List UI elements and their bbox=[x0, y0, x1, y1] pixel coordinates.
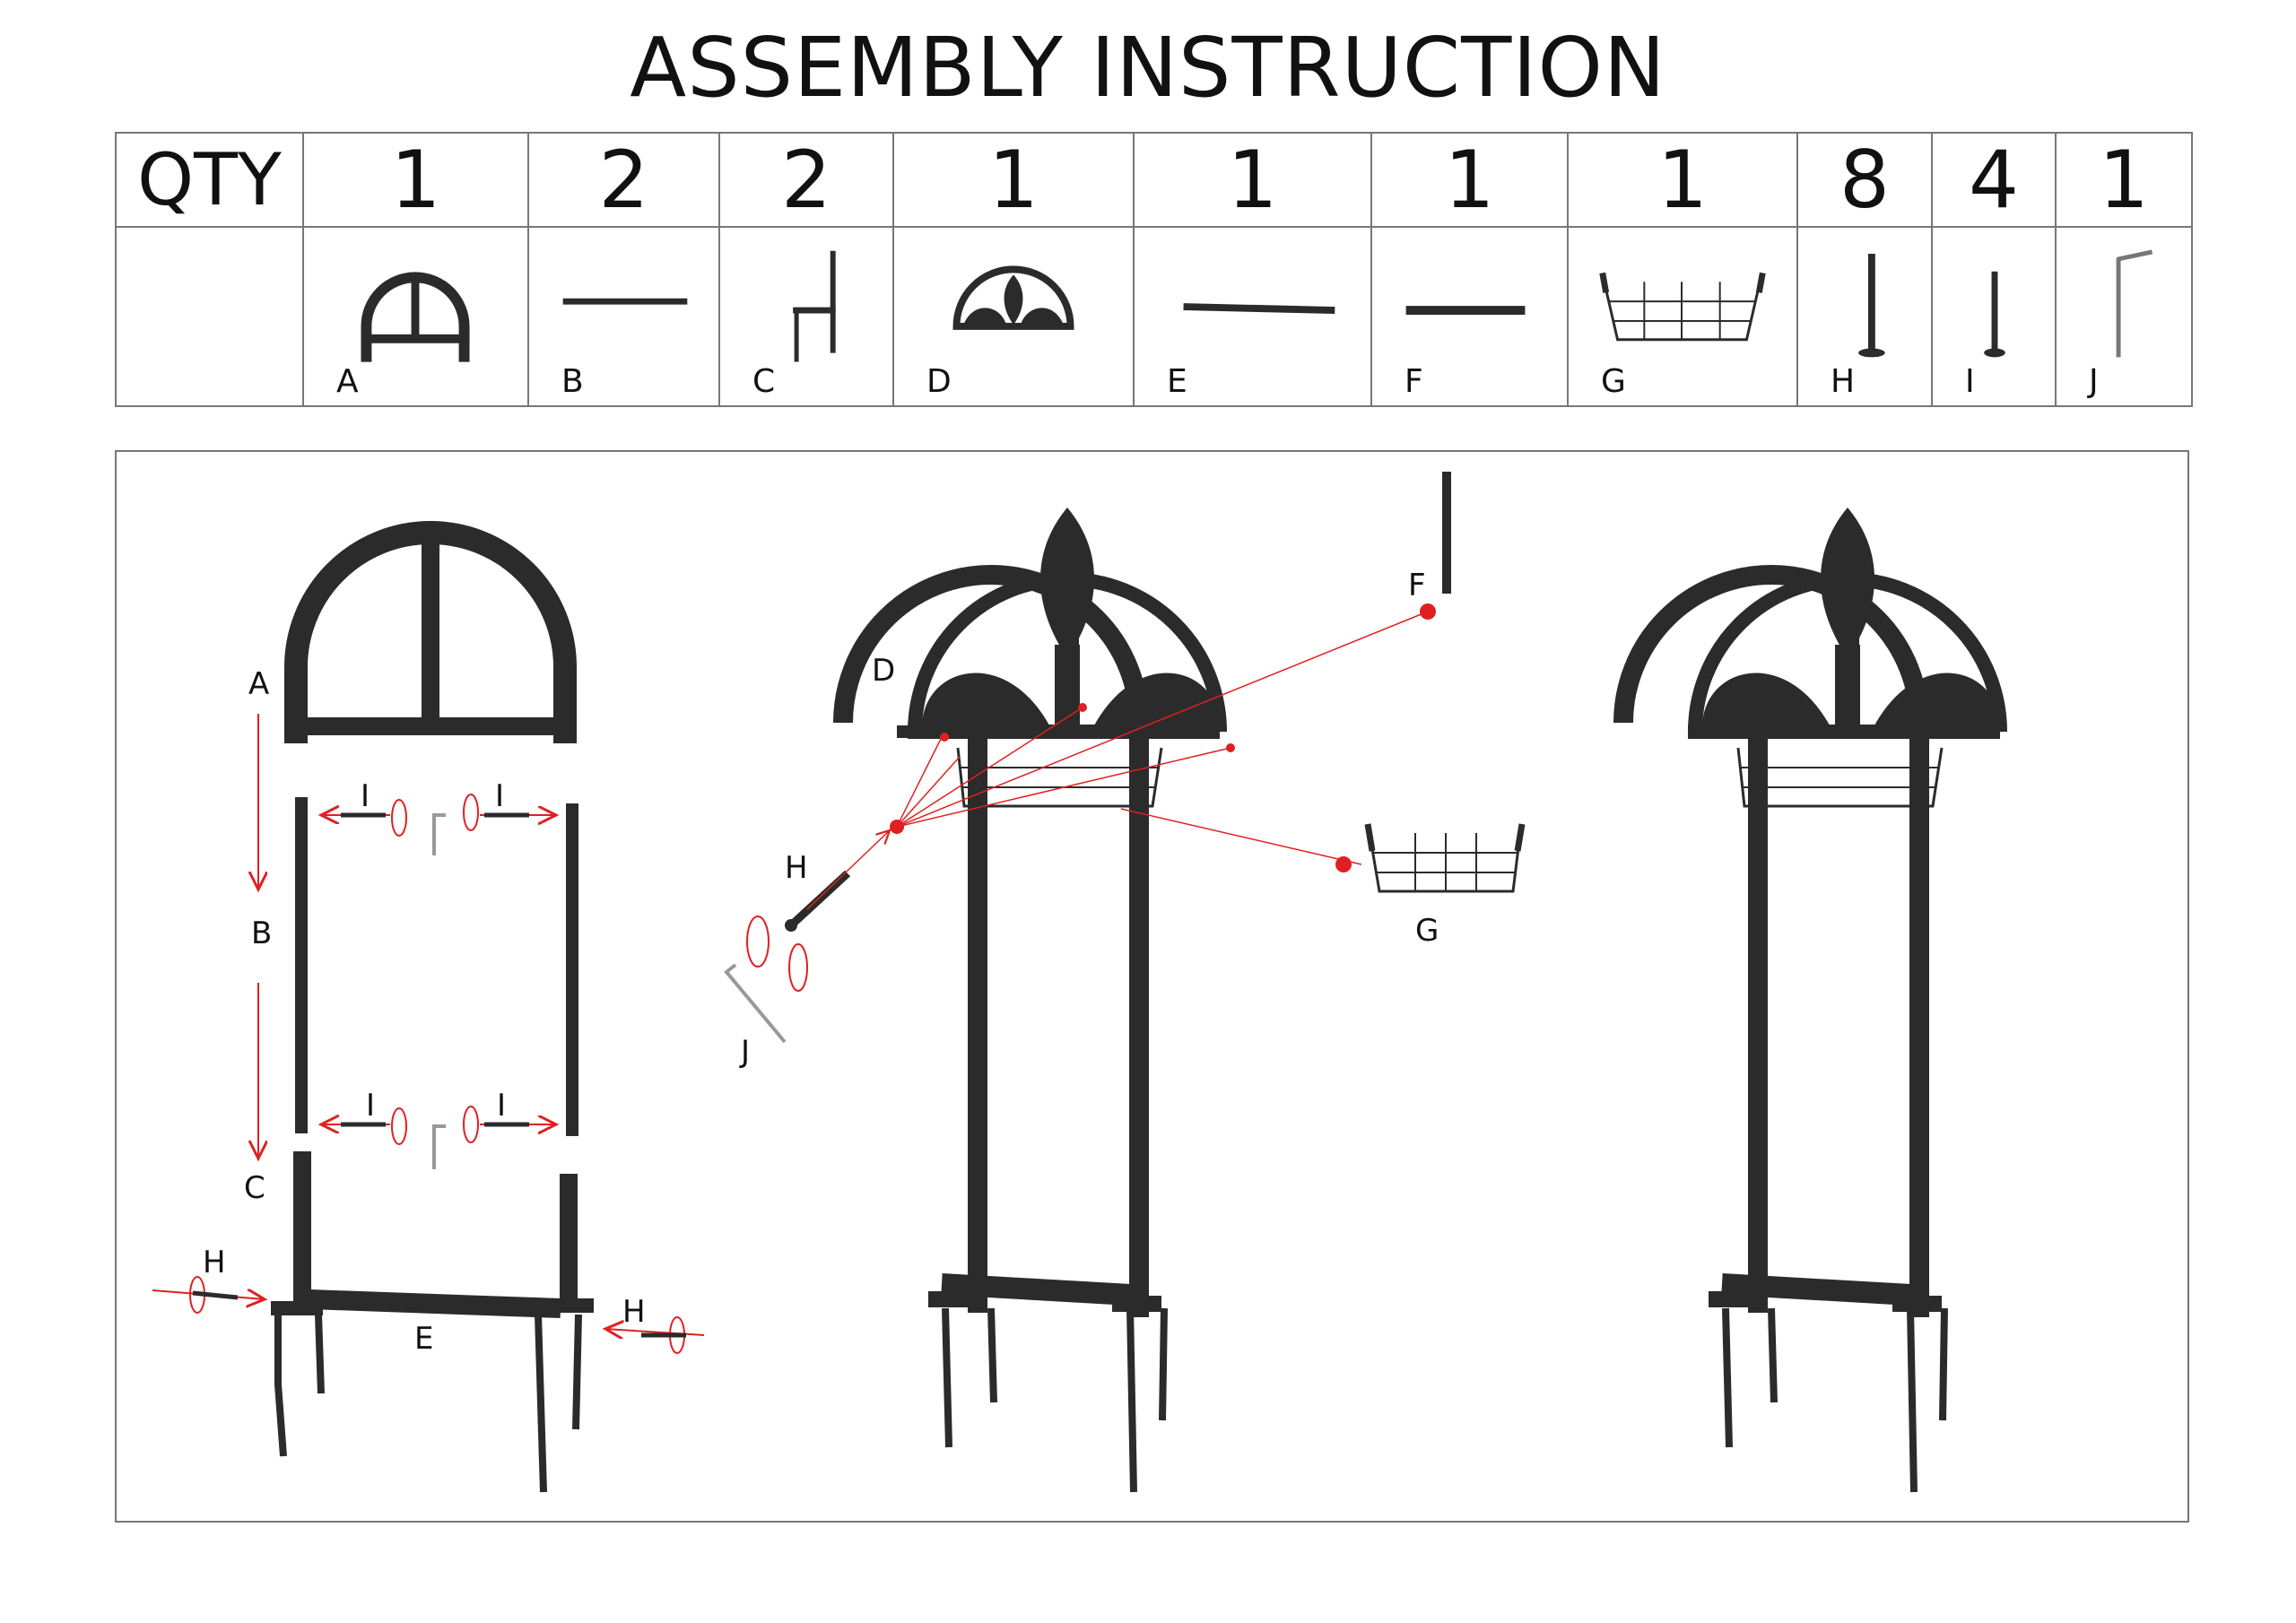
long-bolt-icon bbox=[1858, 253, 1885, 358]
part-letter-i: I bbox=[1965, 363, 1975, 400]
step1-labels: A B C E H H I I I I bbox=[203, 666, 646, 1357]
part-letter-a: A bbox=[336, 363, 359, 400]
assembly-diagram: A B C E H H I I I I bbox=[152, 472, 2007, 1493]
part-letter-h: H bbox=[1831, 363, 1856, 400]
short-bar-icon bbox=[1405, 306, 1526, 316]
label-h-right: H bbox=[622, 1294, 646, 1330]
qty-j: 1 bbox=[2055, 132, 2193, 228]
label-f: F bbox=[1408, 568, 1426, 603]
label-j: J bbox=[739, 1034, 750, 1070]
label-i-4: I bbox=[497, 1088, 506, 1124]
step1-bolts bbox=[192, 812, 686, 1338]
step2-separate-parts bbox=[724, 472, 1526, 1044]
part-letter-f: F bbox=[1405, 363, 1423, 400]
arch-frame-icon bbox=[361, 272, 470, 362]
fleur-de-lis-panel-icon bbox=[952, 265, 1074, 330]
label-h: H bbox=[785, 850, 808, 886]
step2-fleur-panel bbox=[908, 508, 1227, 739]
part-letter-g: G bbox=[1601, 363, 1626, 400]
label-d: D bbox=[872, 653, 895, 689]
label-b: B bbox=[251, 916, 272, 951]
part-b-cell: B bbox=[527, 226, 720, 407]
label-i-3: I bbox=[366, 1088, 375, 1124]
part-d-cell: D bbox=[892, 226, 1135, 407]
allen-key-icon bbox=[2116, 249, 2153, 358]
part-j-cell: J bbox=[2055, 226, 2193, 407]
qty-a: 1 bbox=[302, 132, 529, 228]
part-a-cell: A bbox=[302, 226, 529, 407]
part-c-cell: C bbox=[718, 226, 894, 407]
part-letter-j: J bbox=[2089, 363, 2099, 400]
part-f-cell: F bbox=[1370, 226, 1569, 407]
qty-header: QTY bbox=[115, 132, 304, 228]
step1-allen-keys bbox=[432, 813, 446, 1169]
part-letter-e: E bbox=[1167, 363, 1187, 400]
page-title: ASSEMBLY INSTRUCTION bbox=[630, 20, 1666, 116]
qty-row: QTY 1 2 2 1 1 1 1 8 4 1 bbox=[115, 132, 2193, 228]
qty-d: 1 bbox=[892, 132, 1135, 228]
part-letter-b: B bbox=[561, 363, 584, 400]
part-letter-d: D bbox=[926, 363, 952, 400]
part-h-cell: H bbox=[1796, 226, 1933, 407]
straight-tube-icon bbox=[562, 298, 688, 305]
qty-e: 1 bbox=[1133, 132, 1372, 228]
step2-arrows bbox=[746, 611, 1429, 992]
qty-g: 1 bbox=[1567, 132, 1798, 228]
long-crossbar-icon bbox=[1183, 303, 1335, 315]
label-a: A bbox=[248, 666, 269, 702]
step3-completed-stand bbox=[1613, 508, 2007, 1493]
short-bolt-icon bbox=[1984, 271, 2005, 358]
label-g: G bbox=[1415, 913, 1439, 949]
empty-cell bbox=[115, 226, 304, 407]
label-h-left: H bbox=[203, 1245, 226, 1280]
label-i-1: I bbox=[361, 778, 370, 814]
part-e-cell: E bbox=[1133, 226, 1372, 407]
wire-basket-icon bbox=[1599, 272, 1766, 342]
label-c: C bbox=[244, 1170, 265, 1206]
step1-arrows bbox=[152, 714, 705, 1354]
qty-i: 4 bbox=[1931, 132, 2057, 228]
qty-h: 8 bbox=[1796, 132, 1933, 228]
part-i-cell: I bbox=[1931, 226, 2057, 407]
parts-table: QTY 1 2 2 1 1 1 1 8 4 1 A B bbox=[115, 132, 2193, 407]
qty-c: 2 bbox=[718, 132, 894, 228]
parts-image-row: A B C D bbox=[115, 226, 2193, 407]
part-letter-c: C bbox=[752, 363, 776, 400]
label-e: E bbox=[414, 1321, 433, 1357]
part-g-cell: G bbox=[1567, 226, 1798, 407]
qty-f: 1 bbox=[1370, 132, 1569, 228]
assembly-diagram-panel: A B C E H H I I I I bbox=[115, 450, 2189, 1523]
step2-red-dots bbox=[890, 603, 1436, 872]
label-i-2: I bbox=[495, 778, 504, 814]
step1-exploded-stand bbox=[271, 521, 594, 1493]
qty-b: 2 bbox=[527, 132, 720, 228]
step2-labels: D F G H J bbox=[739, 568, 1439, 1070]
leg-spike-icon bbox=[793, 250, 836, 362]
